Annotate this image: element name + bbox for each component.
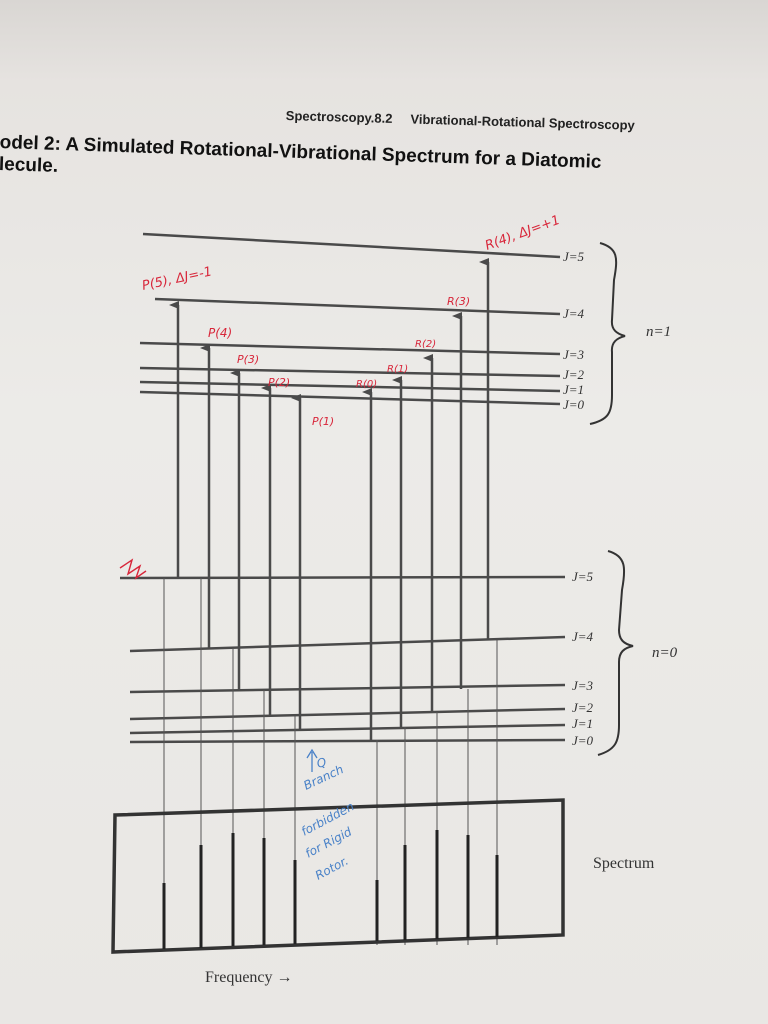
lower-level-j1-line — [129, 723, 566, 735]
lower-j3-label: J=3 — [572, 678, 594, 693]
upper-level-j3-line — [139, 341, 561, 356]
upper-j4-label: J=4 — [563, 306, 585, 321]
lower-j2-label: J=2 — [572, 700, 594, 715]
q-branch-arrow-icon — [306, 748, 318, 772]
lower-level-j5-line — [119, 575, 566, 580]
q-branch-note-1: Q — [315, 755, 328, 771]
upper-level-j1-line — [139, 380, 561, 393]
annotation-r2: R(2) — [415, 339, 436, 350]
lower-level-j0-line — [129, 738, 566, 744]
lower-j0-label: J=0 — [572, 733, 594, 748]
red-scribble — [119, 558, 147, 580]
lower-level-j2-line — [129, 707, 566, 721]
annotation-r4: R(4), ΔJ=+1 — [483, 213, 562, 254]
lower-j5-label: J=5 — [572, 569, 594, 584]
spectrum-label: Spectrum — [593, 855, 655, 872]
upper-level-j0-line — [139, 390, 561, 406]
annotation-p1: P(1) — [312, 415, 334, 428]
lower-level-j3-line — [129, 683, 566, 694]
upper-j3-label: J=3 — [563, 347, 585, 362]
annotation-p3: P(3) — [237, 353, 259, 366]
annotation-p2: P(2) — [268, 376, 290, 389]
upper-state-brace — [589, 242, 626, 425]
upper-j1-label: J=1 — [563, 382, 584, 397]
spectrum-box — [111, 798, 565, 954]
annotation-r1: R(1) — [387, 364, 408, 375]
upper-level-j2-line — [139, 366, 561, 378]
frequency-axis-label: Frequency → — [205, 969, 293, 986]
upper-level-j5-line — [142, 232, 561, 259]
upper-state-label: n=1 — [646, 324, 671, 340]
upper-level-j4-line — [154, 297, 561, 316]
annotation-p5: P(5), ΔJ=-1 — [141, 264, 214, 293]
upper-j5-label: J=5 — [563, 249, 585, 264]
q-branch-note-5: Rotor. — [313, 854, 351, 883]
lower-level-j4-line — [129, 635, 566, 653]
annotation-r3: R(3) — [447, 295, 470, 308]
lower-j1-label: J=1 — [572, 716, 593, 731]
annotation-r0: R(0) — [356, 379, 377, 390]
lower-state-brace — [597, 550, 634, 756]
upper-j2-label: J=2 — [563, 367, 585, 382]
lower-j4-label: J=4 — [572, 629, 594, 644]
annotation-p4: P(4) — [208, 326, 232, 340]
lower-state-label: n=0 — [652, 645, 678, 661]
upper-j0-label: J=0 — [563, 397, 585, 412]
